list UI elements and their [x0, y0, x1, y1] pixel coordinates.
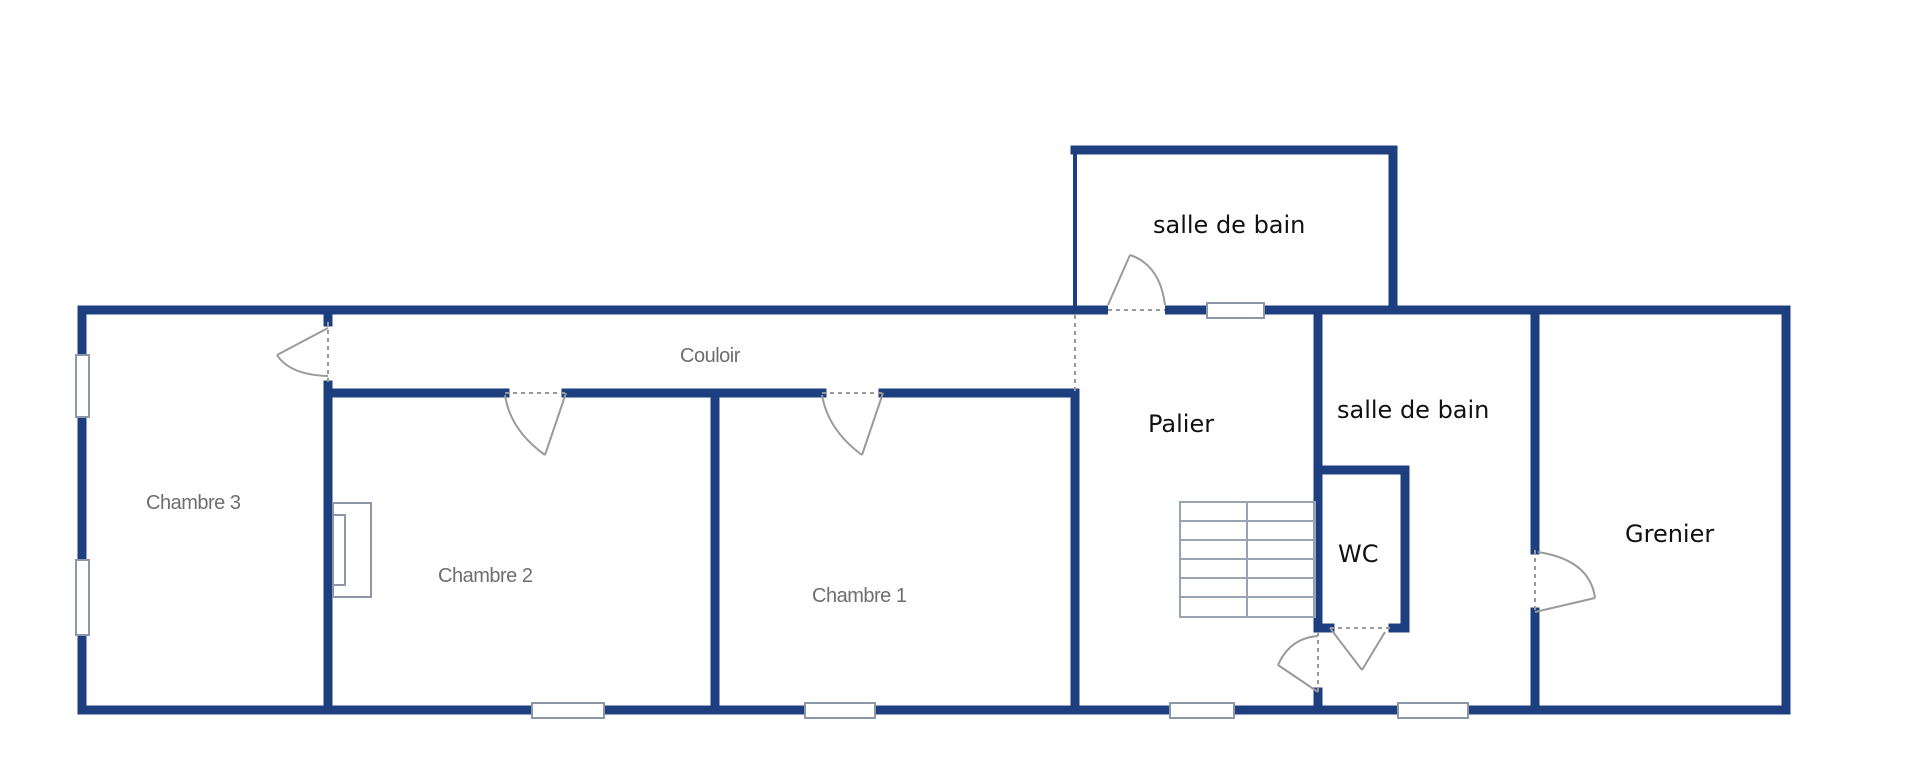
door-wc[interactable]	[1329, 627, 1393, 671]
door-chambre-1[interactable]	[821, 392, 884, 456]
window	[1169, 702, 1235, 719]
window	[1206, 302, 1265, 319]
window	[1397, 702, 1469, 719]
room-label-chambre-3: Chambre 3	[146, 492, 241, 514]
window	[75, 559, 90, 636]
doors	[276, 254, 1596, 693]
door-salle-de-bain-right[interactable]	[1277, 632, 1319, 693]
door-salle-de-bain-top[interactable]	[1107, 254, 1166, 311]
window	[75, 354, 90, 418]
walls	[77, 145, 1791, 715]
staircase	[1179, 501, 1316, 618]
fireplace	[332, 502, 372, 598]
room-label-chambre-2: Chambre 2	[438, 565, 533, 587]
door-chambre-3[interactable]	[276, 322, 329, 385]
room-label-wc: WC	[1338, 540, 1379, 568]
room-label-chambre-1: Chambre 1	[812, 585, 907, 607]
room-label-salle-de-bain-right: salle de bain	[1337, 396, 1490, 424]
room-label-couloir: Couloir	[680, 345, 740, 367]
window	[531, 702, 605, 719]
door-chambre-2[interactable]	[504, 392, 567, 456]
room-label-salle-de-bain-top: salle de bain	[1153, 211, 1306, 239]
room-label-palier: Palier	[1148, 410, 1215, 438]
window	[804, 702, 876, 719]
room-label-grenier: Grenier	[1625, 520, 1715, 548]
door-grenier[interactable]	[1534, 550, 1596, 613]
windows	[75, 302, 1469, 719]
